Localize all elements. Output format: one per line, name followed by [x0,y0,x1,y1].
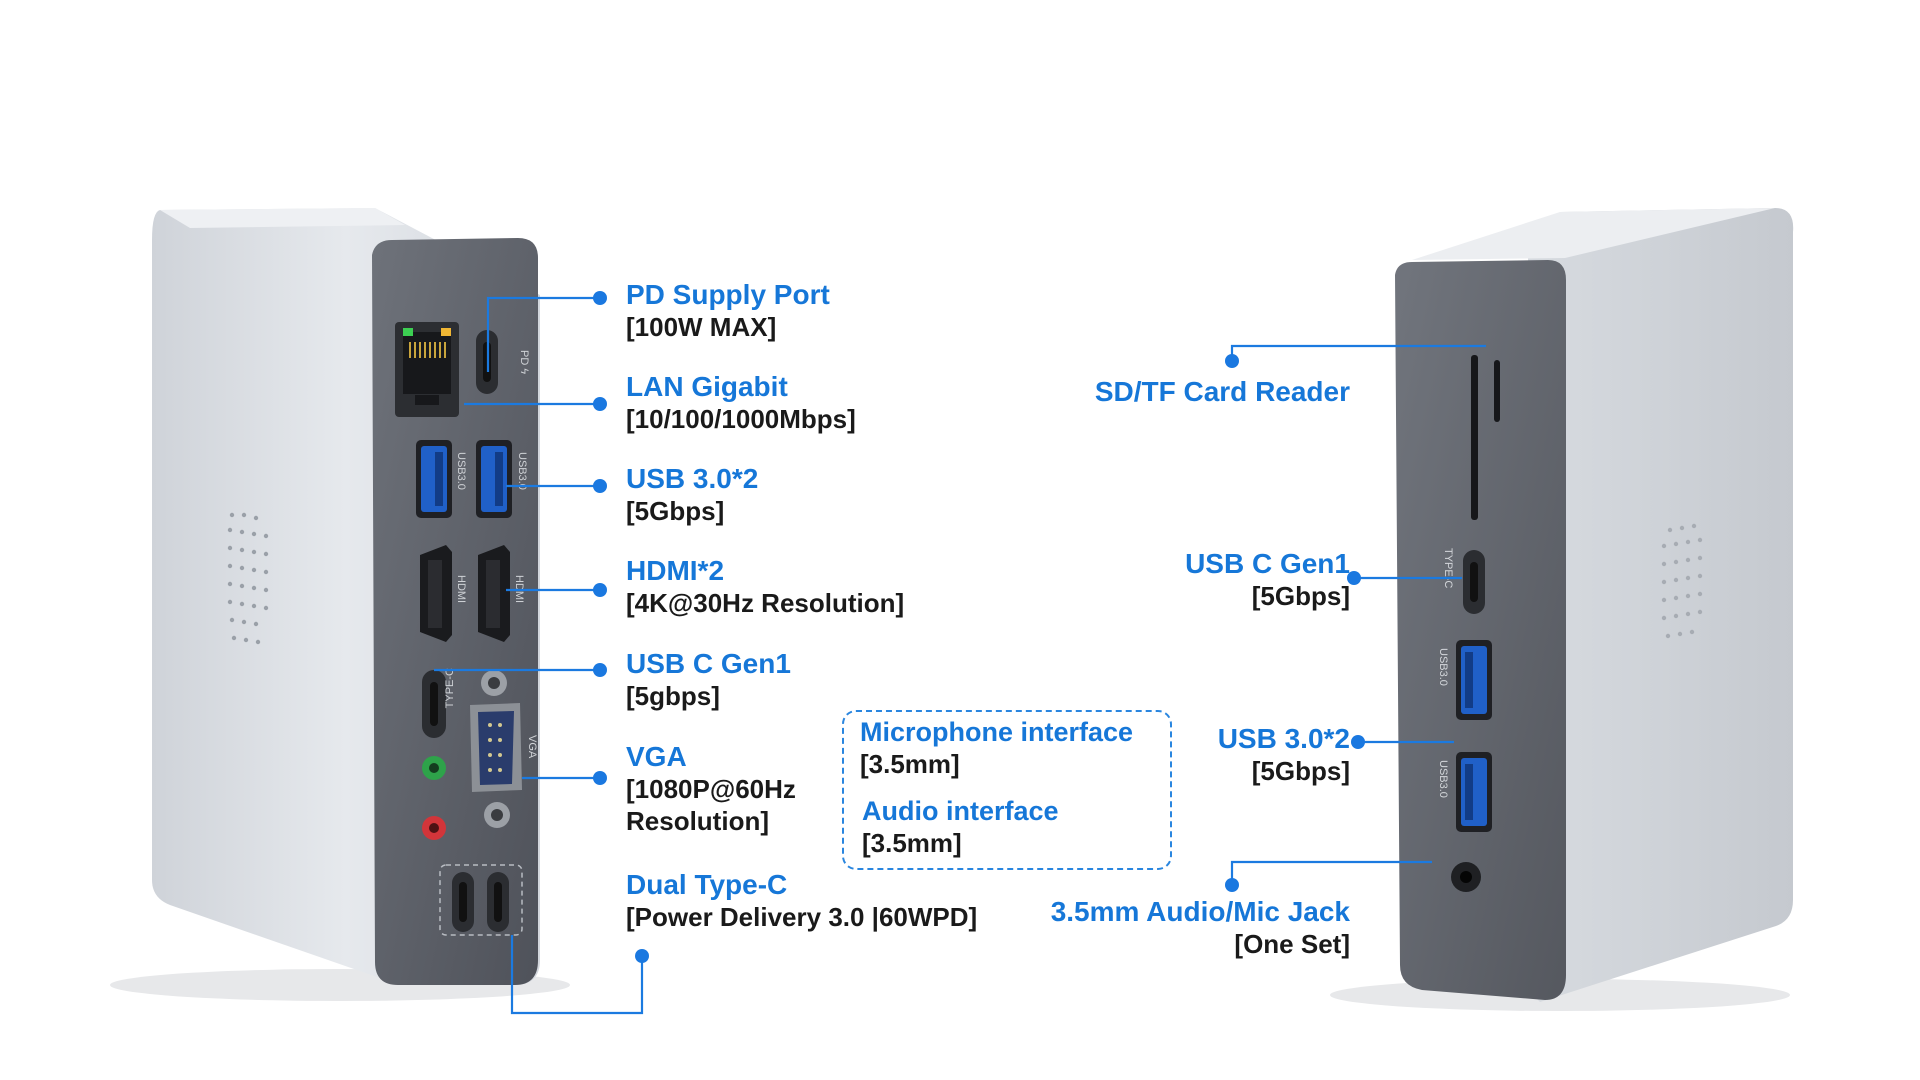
callout-subtitle: [10/100/1000Mbps] [626,404,856,435]
callout-subtitle: [Power Delivery 3.0 |60WPD] [626,902,978,933]
callout-subtitle: [5Gbps] [1251,756,1350,787]
usb3-port-print: USB3.0 [516,452,528,490]
callout-hdmi: HDMI*2 [4K@30Hz Resolution] [626,554,904,620]
vga-port-icon [470,670,522,828]
callout-subtitle: [3.5mm] [860,748,960,779]
callout-lan-gigabit: LAN Gigabit [10/100/1000Mbps] [626,370,856,436]
callout-subtitle: [100W MAX] [626,312,777,343]
vent-holes [1661,523,1703,639]
callout-title: Microphone interface [860,717,1134,747]
vent-holes [227,512,269,645]
callout-vga: VGA [1080P@60Hz Resolution] [626,740,796,838]
callout-lines [434,291,1486,1015]
usb-a-port-icon [1456,640,1492,832]
usb3-port-print: USB3.0 [455,452,467,490]
usb-a-port-icon [416,440,512,518]
type-c-port-print: TYPE-C [1442,548,1454,588]
right-dock: TYPE-C USB3.0 USB3.0 [1330,208,1794,1011]
audio-jack-icon [422,756,446,840]
callout-title: Dual Type-C [626,869,788,900]
left-dock: PD ϟ USB3.0 USB3.0 HDMI HDMI TYPE-C VGA [110,208,570,1001]
callout-title: PD Supply Port [626,279,830,310]
callout-subtitle: Resolution] [626,805,769,836]
type-c-port-print: TYPE-C [444,668,456,708]
hdmi-port-print: HDMI [455,575,467,603]
callout-title: USB C Gen1 [626,648,791,679]
callout-title: Audio interface [862,796,1059,826]
audio-interface-box [842,710,1172,870]
callout-microphone-interface: Microphone interface [3.5mm] [860,716,1133,781]
callout-usb-c-gen1-right: USB C Gen1 [5Gbps] [1185,547,1350,613]
callout-title: LAN Gigabit [626,371,788,402]
callout-subtitle: [3.5mm] [862,827,962,858]
pd-port-print: PD ϟ [518,350,530,374]
callout-usb-c-gen1: USB C Gen1 [5gbps] [626,647,791,713]
callout-audio-mic-jack: 3.5mm Audio/Mic Jack [One Set] [1051,895,1350,961]
callout-title: USB 3.0*2 [1217,723,1350,754]
callout-title: VGA [626,741,687,772]
usb3-port-print: USB3.0 [1437,760,1449,798]
callout-subtitle: [5gbps] [626,681,720,712]
callout-title: USB C Gen1 [1185,548,1350,579]
callout-sd-tf-card-reader: SD/TF Card Reader [1095,375,1350,409]
audio-jack-icon [1451,862,1481,892]
ethernet-port-icon [395,322,459,417]
dual-type-c-ports-icon [439,864,523,936]
sd-tf-slot-icon [1471,355,1500,520]
callout-usb3: USB 3.0*2 [5Gbps] [626,462,758,528]
callout-dual-type-c: Dual Type-C [Power Delivery 3.0 |60WPD] [626,868,977,934]
callout-title: USB 3.0*2 [626,463,759,494]
callout-subtitle: [5Gbps] [1251,581,1350,612]
vga-port-print: VGA [526,735,538,759]
callout-title: 3.5mm Audio/Mic Jack [1050,896,1350,927]
callout-usb3-right: USB 3.0*2 [5Gbps] [1218,722,1350,788]
callout-subtitle: [5Gbps] [626,496,725,527]
hdmi-port-icon [420,545,510,642]
callout-subtitle: [One Set] [1234,929,1350,960]
callout-title: HDMI*2 [626,555,725,586]
usb3-port-print: USB3.0 [1437,648,1449,686]
callout-pd-supply-port: PD Supply Port [100W MAX] [626,278,830,344]
callout-title: SD/TF Card Reader [1094,376,1350,407]
callout-subtitle: [4K@30Hz Resolution] [626,588,905,619]
callout-audio-interface: Audio interface [3.5mm] [862,795,1059,860]
callout-subtitle: [1080P@60Hz [626,774,796,805]
